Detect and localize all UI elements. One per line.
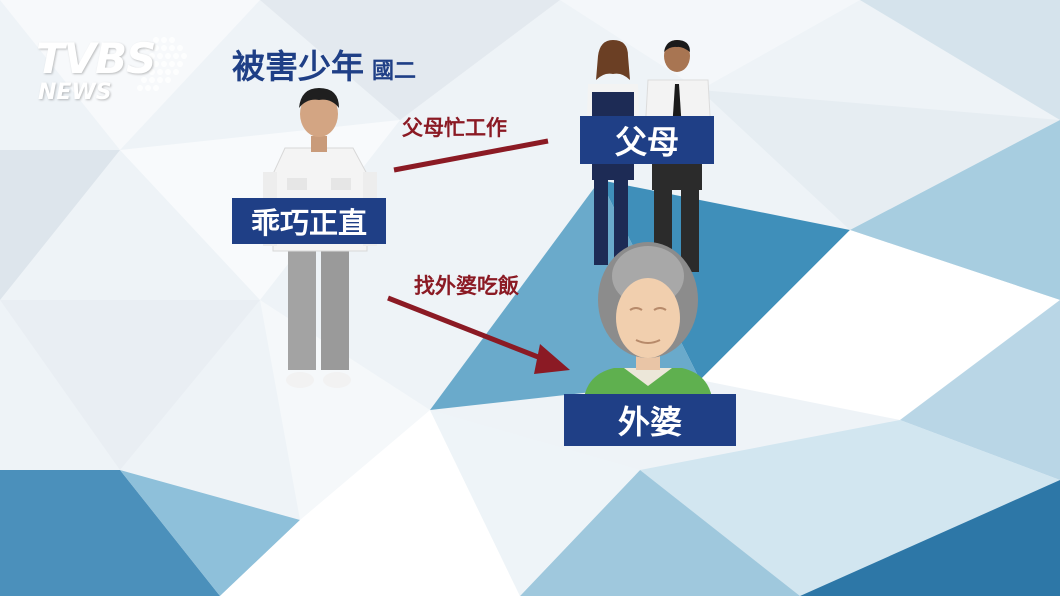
parents-label: 父母 (580, 116, 714, 164)
victim-label: 乖巧正直 (232, 198, 386, 244)
tvbs-logo: TVBS NEWS (34, 28, 190, 112)
relation-label-grandma: 找外婆吃飯 (414, 274, 519, 298)
relation-label-parents: 父母忙工作 (402, 116, 507, 140)
victim-title: 被害少年 (232, 47, 364, 86)
grandma-arrow (387, 295, 560, 367)
grandma-label: 外婆 (564, 394, 736, 446)
grandmother-figure (584, 242, 712, 398)
logo-news-text: NEWS (38, 80, 112, 105)
parents-line (393, 138, 549, 173)
victim-grade: 國二 (372, 59, 417, 84)
grandma-arrowhead-icon (534, 344, 570, 374)
page-title: 被害少年國二 (232, 40, 416, 88)
logo-brand-text: TVBS (36, 34, 156, 83)
logo-dots-icon (137, 37, 187, 91)
